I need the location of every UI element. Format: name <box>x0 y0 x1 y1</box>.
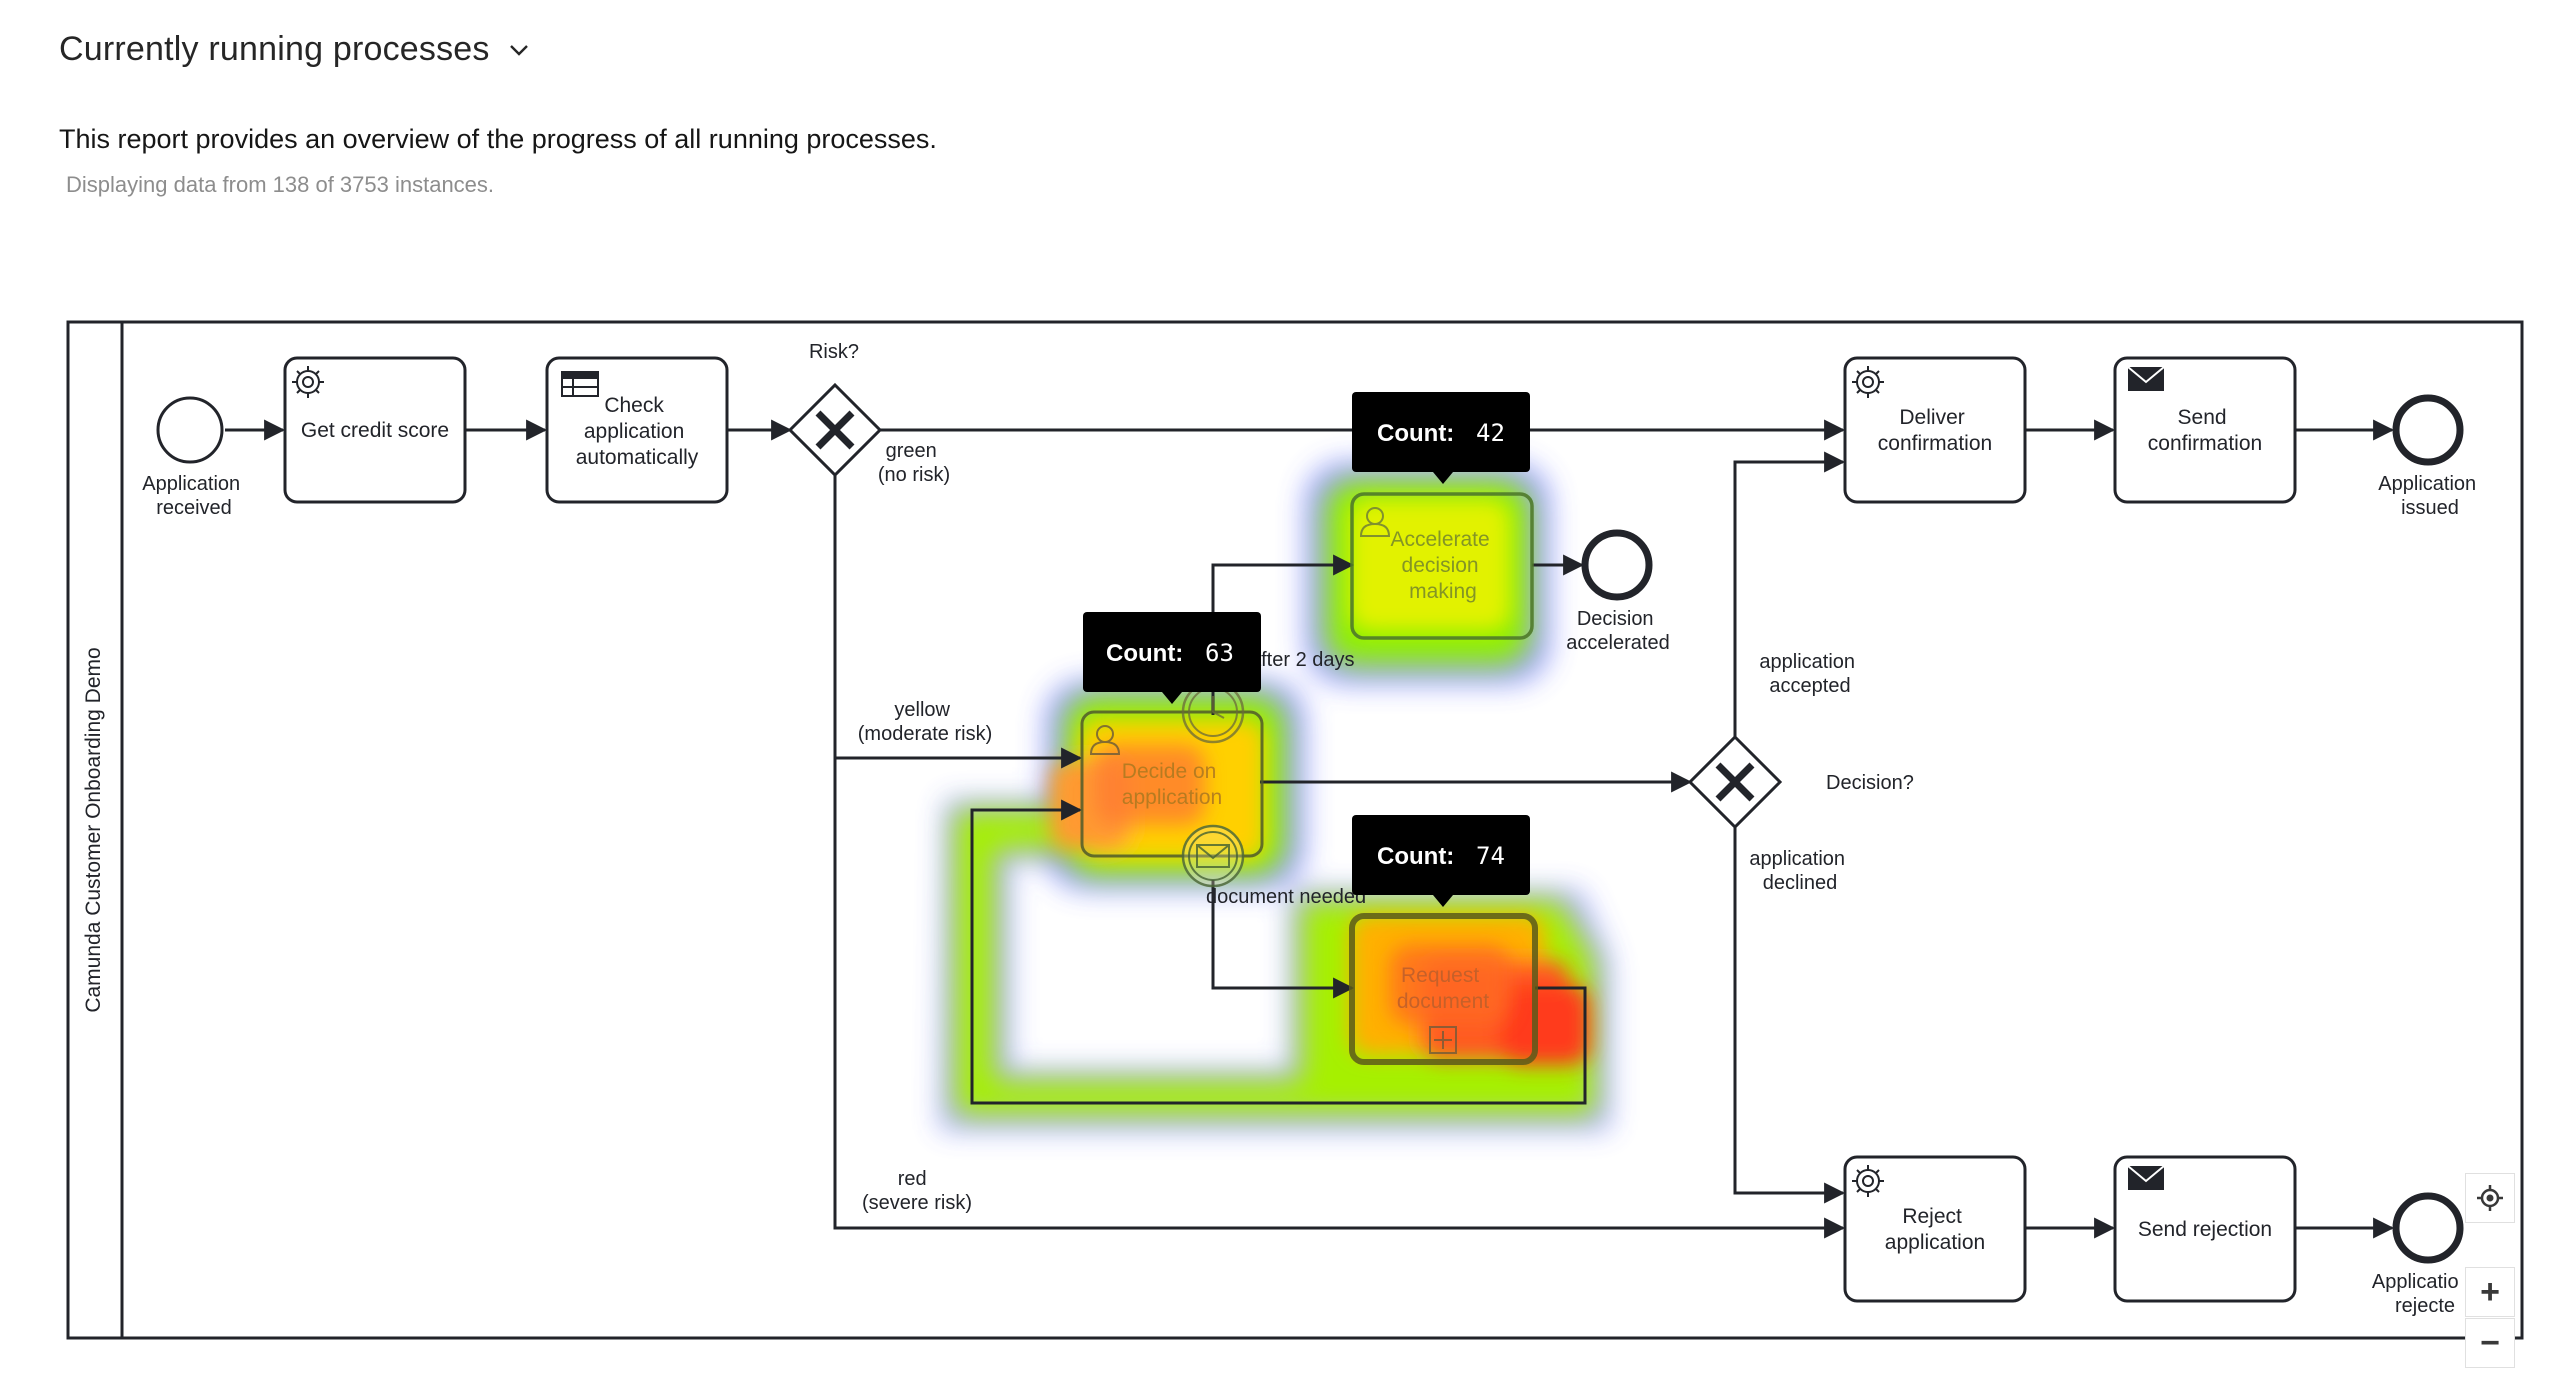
instance-count-note: Displaying data from 138 of 3753 instanc… <box>66 172 495 197</box>
count-tooltip-request: Count: 74 <box>1352 815 1530 907</box>
task-label: Send confirmation <box>2148 406 2262 455</box>
timer-boundary-event[interactable] <box>1181 680 1245 744</box>
zoom-in-label: + <box>2480 1273 2500 1311</box>
flow-label-green: green (no risk) <box>878 440 950 486</box>
svg-text:Count:: Count: <box>1377 843 1454 870</box>
user-icon <box>1359 507 1391 537</box>
gateway-risk[interactable] <box>787 382 883 478</box>
end-event-application-issued[interactable] <box>2392 394 2464 466</box>
pool-label: Camunda Customer Onboarding Demo <box>82 647 105 1012</box>
event-label: Decision accelerated <box>1566 608 1669 654</box>
task-send-rejection[interactable]: Send rejection <box>2113 1155 2297 1303</box>
count-tooltip-decide: Count: 63 <box>1083 612 1261 704</box>
flow-label-document-needed: document needed <box>1206 886 1366 908</box>
task-label: Request document <box>1397 964 1489 1013</box>
business-rule-icon <box>561 371 599 397</box>
svg-text:Count:: Count: <box>1377 420 1454 447</box>
zoom-out-label: − <box>2480 1324 2500 1362</box>
svg-text:63: 63 <box>1205 639 1234 667</box>
event-label: Application received <box>142 473 245 519</box>
task-label: Reject application <box>1885 1205 1985 1254</box>
report-title-dropdown[interactable]: Currently running processes <box>59 30 532 69</box>
flow-label-accepted: application accepted <box>1759 651 1860 697</box>
flow-label-after-2-days: after 2 days <box>1250 649 1355 671</box>
envelope-icon <box>2127 366 2165 391</box>
flow-label-yellow: yellow (moderate risk) <box>858 699 992 745</box>
subprocess-expand-icon <box>1429 1026 1457 1054</box>
gear-icon <box>292 366 324 398</box>
task-label: Accelerate decision making <box>1390 528 1495 603</box>
task-request-document[interactable]: Request document <box>1349 913 1538 1065</box>
flow-label-red: red (severe risk) <box>862 1168 972 1214</box>
report-description: This report provides an overview of the … <box>59 124 937 154</box>
report-title: Currently running processes <box>59 30 490 68</box>
task-decide-on-application[interactable]: Decide on application <box>1080 710 1264 858</box>
task-label: Check application automatically <box>576 394 699 469</box>
task-accelerate-decision[interactable]: Accelerate decision making <box>1350 492 1534 640</box>
task-deliver-confirmation[interactable]: Deliver confirmation <box>1843 356 2027 504</box>
svg-text:Count:: Count: <box>1106 640 1183 667</box>
task-label: Deliver confirmation <box>1878 406 1992 455</box>
chevron-down-icon <box>509 44 528 56</box>
svg-text:42: 42 <box>1476 419 1505 447</box>
count-tooltip-accelerate: Count: 42 <box>1352 392 1530 484</box>
task-get-credit-score[interactable]: Get credit score <box>283 356 467 504</box>
gateway-label: Decision? <box>1826 772 1914 794</box>
gateway-decision[interactable] <box>1687 734 1783 830</box>
svg-text:74: 74 <box>1476 842 1505 870</box>
task-label: Send rejection <box>2138 1218 2272 1241</box>
reset-view-button[interactable] <box>2465 1173 2515 1223</box>
flow-label-declined: application declined <box>1749 848 1850 894</box>
task-reject-application[interactable]: Reject application <box>1843 1155 2027 1303</box>
zoom-out-button[interactable]: − <box>2465 1318 2515 1368</box>
start-event-application-received[interactable] <box>156 396 224 464</box>
message-boundary-event[interactable] <box>1181 824 1245 888</box>
envelope-icon <box>2127 1165 2165 1190</box>
crosshair-icon <box>2477 1185 2503 1211</box>
flow-labels: green (no risk) yellow (moderate risk) r… <box>858 440 1860 1214</box>
task-send-confirmation[interactable]: Send confirmation <box>2113 356 2297 504</box>
zoom-in-button[interactable]: + <box>2465 1267 2515 1317</box>
end-event-application-rejected[interactable] <box>2392 1192 2464 1264</box>
gear-icon <box>1852 1165 1884 1197</box>
gear-icon <box>1852 366 1884 398</box>
gateway-label: Risk? <box>809 341 859 363</box>
user-icon <box>1089 725 1121 755</box>
task-check-application[interactable]: Check application automatically <box>545 356 729 504</box>
task-label: Get credit score <box>301 419 449 442</box>
end-event-decision-accelerated[interactable] <box>1581 529 1653 601</box>
event-label: Application issued <box>2378 473 2481 519</box>
event-label: Applicatio rejecte <box>2372 1271 2464 1317</box>
task-label: Decide on application <box>1122 760 1222 809</box>
